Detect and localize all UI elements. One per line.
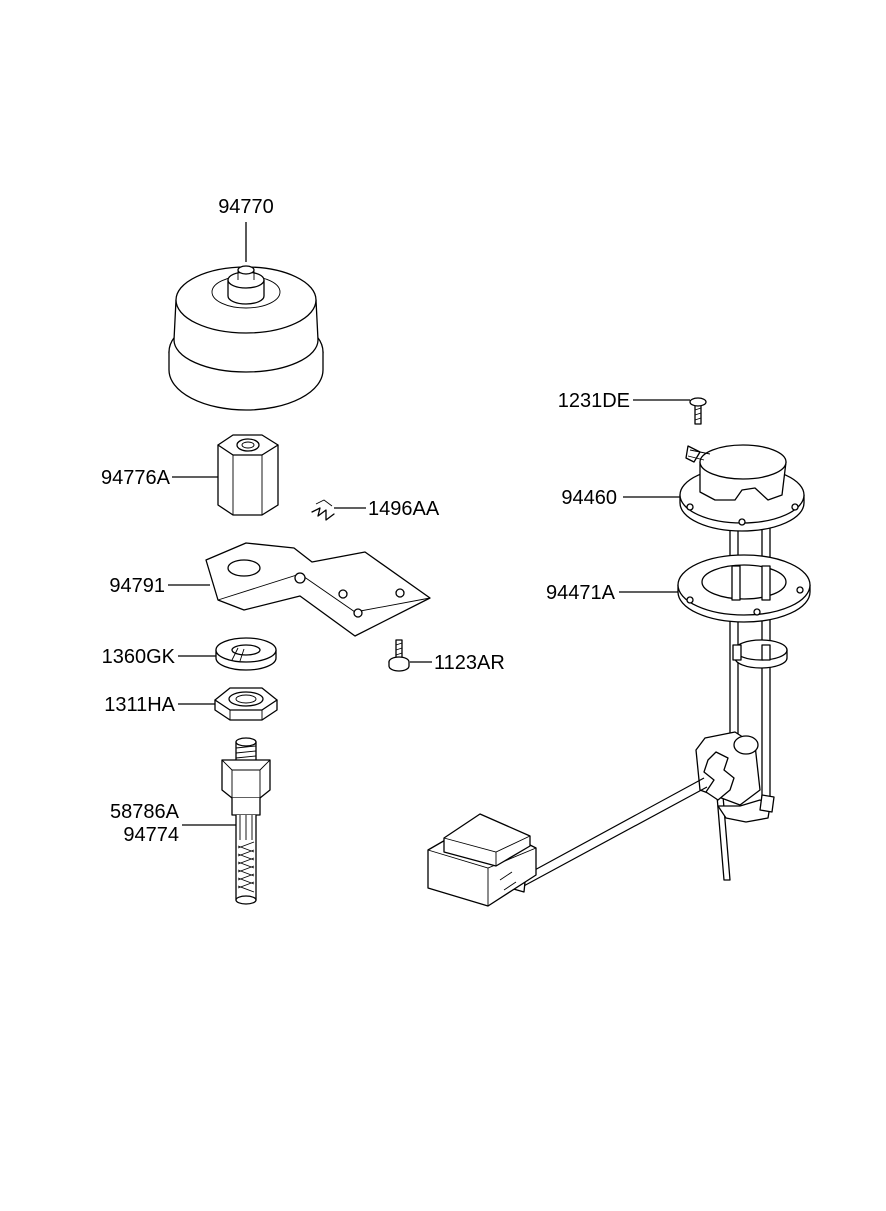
- label-1123AR[interactable]: 1123AR: [434, 652, 505, 674]
- label-1231DE[interactable]: 1231DE: [558, 390, 630, 412]
- bracket-screw-part: [388, 639, 410, 672]
- hex-coupling-part: [217, 434, 279, 516]
- float-arm-part: [695, 639, 788, 823]
- label-94791[interactable]: 94791: [109, 575, 165, 597]
- leader-lines: [168, 222, 690, 826]
- label-94460[interactable]: 94460: [561, 487, 617, 509]
- lock-washer-part: [215, 637, 277, 671]
- label-94774[interactable]: 94774: [123, 824, 179, 846]
- label-94770[interactable]: 94770: [218, 196, 274, 218]
- hex-nut-part: [214, 687, 278, 721]
- label-1311HA[interactable]: 1311HA: [104, 694, 175, 716]
- part-labels: 94770 94776A 1496AA 94791 1123AR 1360GK …: [101, 196, 630, 846]
- sensor-filter-part: [221, 737, 271, 905]
- label-94471A[interactable]: 94471A: [546, 582, 616, 604]
- label-1360GK[interactable]: 1360GK: [102, 646, 176, 668]
- sender-plate-part: [679, 444, 805, 532]
- label-1496AA[interactable]: 1496AA: [368, 498, 440, 520]
- gasket-part: [677, 554, 811, 623]
- wire-clip-part: [311, 499, 335, 521]
- mounting-bracket-part: [205, 542, 431, 637]
- small-screw-part: [689, 397, 707, 425]
- label-94776A[interactable]: 94776A: [101, 467, 171, 489]
- label-58786A[interactable]: 58786A: [110, 801, 180, 823]
- sender-cap-part: [168, 265, 324, 411]
- connector-part: [427, 813, 537, 907]
- wire-harness: [509, 777, 708, 893]
